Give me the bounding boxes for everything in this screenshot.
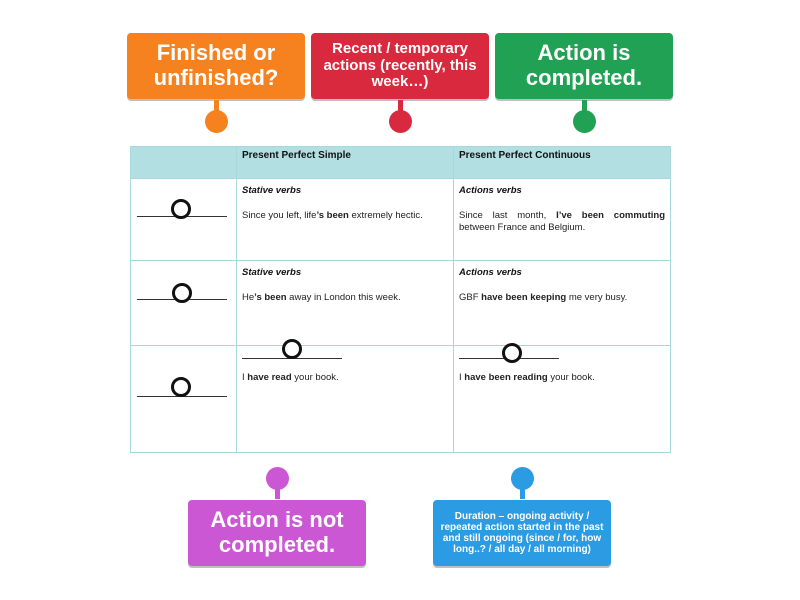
- drop-zone-row-3[interactable]: [130, 345, 237, 453]
- label-recent-text: Recent / temporary actions (recently, th…: [323, 39, 477, 91]
- table-row: Stative verbs Since you left, life’s bee…: [130, 178, 671, 261]
- drop-target-ring[interactable]: [502, 343, 522, 363]
- label-finished-text: Finished or unfinished?: [153, 40, 279, 90]
- drop-zone-row-2[interactable]: [130, 260, 237, 346]
- label-action-not-completed[interactable]: Action is not completed.: [188, 500, 366, 566]
- verb-type-label: Stative verbs: [242, 267, 302, 278]
- table-row: I have read your book. I have been readi…: [130, 339, 671, 453]
- label-duration[interactable]: Duration – ongoing activity / repeated a…: [433, 500, 611, 566]
- label-duration-text: Duration – ongoing activity / repeated a…: [440, 510, 604, 556]
- header-present-perfect-simple: Present Perfect Simple: [236, 146, 454, 179]
- example-sentence: I have read your book.: [242, 372, 339, 383]
- grammar-table: Present Perfect Simple Present Perfect C…: [130, 146, 671, 453]
- example-sentence: I have been reading your book.: [459, 372, 595, 383]
- drop-target-ring[interactable]: [171, 199, 191, 219]
- simple-cell: Stative verbs Since you left, life’s bee…: [236, 178, 454, 261]
- label-action-completed[interactable]: Action is completed.: [495, 33, 673, 99]
- table-row: Stative verbs He’s been away in London t…: [130, 260, 671, 346]
- drop-target-ring[interactable]: [282, 339, 302, 359]
- label-completed-text: Action is completed.: [525, 40, 643, 90]
- header-empty-cell: [130, 146, 237, 179]
- example-sentence: He’s been away in London this week.: [242, 292, 401, 303]
- continuous-cell: Actions verbs GBF have been keeping me v…: [453, 260, 671, 346]
- continuous-cell: Actions verbs Since last month, I’ve bee…: [453, 178, 671, 261]
- continuous-cell: I have been reading your book.: [453, 343, 671, 453]
- label-finished-or-unfinished[interactable]: Finished or unfinished?: [127, 33, 305, 99]
- drop-target-ring[interactable]: [171, 377, 191, 397]
- verb-type-label: Actions verbs: [459, 267, 522, 278]
- drop-zone-row-1[interactable]: [130, 178, 237, 261]
- verb-type-label: Actions verbs: [459, 185, 522, 196]
- example-sentence: Since you left, life’s been extremely he…: [242, 210, 423, 221]
- verb-type-label: Stative verbs: [242, 185, 302, 196]
- header-present-perfect-continuous: Present Perfect Continuous: [453, 146, 671, 179]
- example-sentence: Since last month, I’ve been commuting be…: [459, 210, 665, 234]
- simple-cell: Stative verbs He’s been away in London t…: [236, 260, 454, 346]
- example-sentence: GBF have been keeping me very busy.: [459, 292, 628, 303]
- label-not-completed-text: Action is not completed.: [210, 507, 344, 557]
- simple-cell: I have read your book.: [236, 339, 454, 453]
- table-header-row: Present Perfect Simple Present Perfect C…: [130, 146, 671, 179]
- label-recent-temporary[interactable]: Recent / temporary actions (recently, th…: [311, 33, 489, 99]
- drop-target-ring[interactable]: [172, 283, 192, 303]
